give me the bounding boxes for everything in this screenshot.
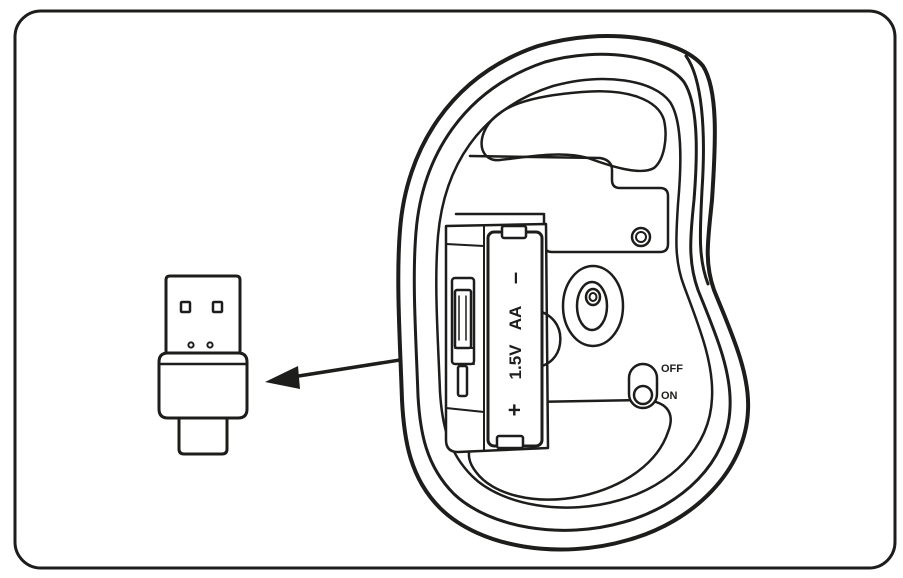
mouse-underside	[396, 34, 751, 552]
mouse-inner-panel	[435, 77, 714, 509]
usb-pin-right	[206, 341, 214, 349]
sensor-lens-inner	[588, 292, 598, 302]
switch-off-label: OFF	[661, 363, 683, 375]
usb-receiver	[157, 274, 249, 456]
screw-inner	[635, 231, 647, 243]
mid-panel-separator	[454, 154, 670, 254]
mouse-side-rim	[684, 54, 710, 286]
compartment-upper-wall	[445, 243, 485, 247]
battery-minus-label: –	[502, 272, 527, 284]
switch-on-label: ON	[661, 390, 678, 402]
battery-top-terminal	[500, 224, 528, 240]
sensor-lens-outer	[584, 287, 602, 307]
battery-plus-label: +	[502, 404, 527, 417]
sensor-housing	[561, 264, 625, 348]
arrow-head-left	[265, 366, 300, 389]
usb-connector-plug	[164, 274, 242, 360]
stored-receiver-body	[453, 288, 473, 350]
usb-contact-right	[211, 300, 224, 314]
compartment-lower-wall	[445, 407, 485, 413]
sensor-window	[575, 280, 609, 332]
battery-bottom-terminal	[495, 434, 525, 450]
mouse-inner-edge	[412, 52, 732, 532]
usb-receiver-body	[157, 351, 249, 420]
battery-side-bulge	[540, 310, 562, 368]
battery-voltage-label: 1.5V	[506, 344, 525, 380]
stored-receiver-tip	[456, 364, 469, 398]
power-switch-knob	[632, 384, 654, 406]
battery-labels: + 1.5V AA –	[502, 272, 527, 417]
usb-receiver-tail	[177, 416, 229, 456]
usb-pin-left	[187, 341, 195, 349]
usb-contact-left	[179, 300, 192, 314]
battery-size-label: AA	[506, 306, 525, 331]
screw-outer	[630, 226, 652, 248]
top-glide-pad	[480, 90, 667, 173]
